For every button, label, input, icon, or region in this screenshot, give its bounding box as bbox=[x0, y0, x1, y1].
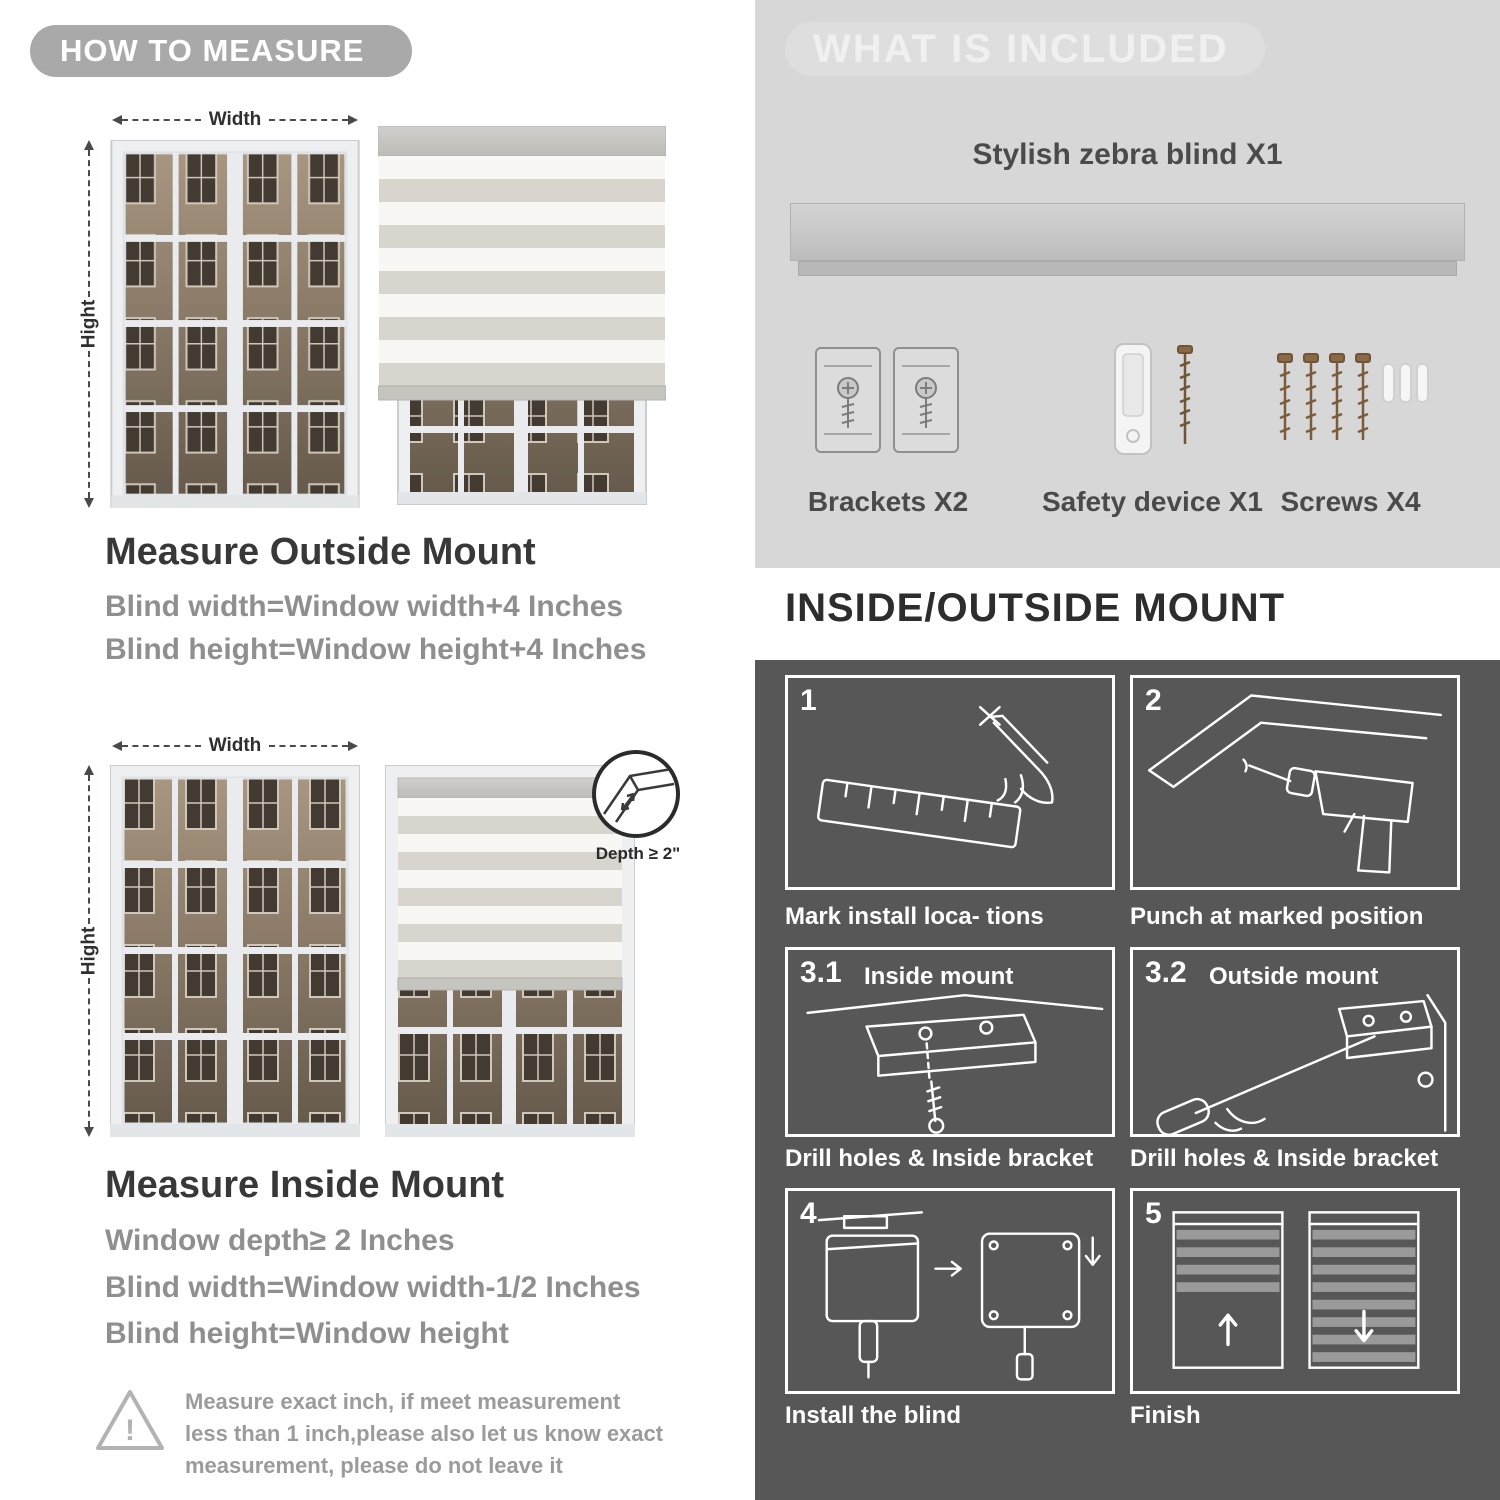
outside-mount-blind-illustration bbox=[378, 126, 666, 505]
height-arrow: Hight bbox=[76, 765, 102, 1137]
screws-label: Screws X4 bbox=[1280, 486, 1421, 517]
inside-mount-blind-illustration bbox=[385, 765, 635, 1137]
step-3-1-caption: Drill holes & Inside bracket bbox=[785, 1145, 1094, 1172]
mark-locations-illustration bbox=[816, 705, 1054, 849]
step-3-1-panel: 3.1 Inside mount bbox=[785, 947, 1115, 1137]
zebra-blind-label: Stylish zebra blind X1 bbox=[972, 138, 1283, 171]
outside-rule-height: Blind height=Window height+4 Inches bbox=[105, 633, 647, 666]
dashed-line bbox=[269, 119, 348, 121]
step-title: Outside mount bbox=[1209, 963, 1379, 990]
step-number: 2 bbox=[1145, 684, 1162, 717]
depth-label: Depth ≥ 2" bbox=[595, 844, 681, 863]
arrowhead-left bbox=[112, 115, 122, 125]
dashed-line bbox=[88, 150, 90, 297]
width-label: Width bbox=[208, 109, 262, 130]
width-arrow: Width bbox=[112, 109, 358, 130]
dashed-line bbox=[269, 745, 348, 747]
height-label: Hight bbox=[78, 926, 100, 976]
warning-icon: ! bbox=[96, 1390, 164, 1450]
zebra-blind-cassette-illustration bbox=[790, 203, 1465, 261]
window-illustration bbox=[110, 140, 360, 508]
install-blind-illustration bbox=[817, 1211, 1101, 1381]
how-to-measure-header: HOW TO MEASURE bbox=[30, 25, 412, 77]
step-number: 4 bbox=[800, 1197, 817, 1230]
what-is-included-header: WHAT IS INCLUDED bbox=[785, 22, 1265, 76]
outside-rule-width: Blind width=Window width+4 Inches bbox=[105, 590, 624, 623]
dashed-line bbox=[88, 351, 90, 498]
outside-mount-heading: Measure Outside Mount bbox=[105, 531, 536, 573]
finish-illustration bbox=[1172, 1211, 1420, 1369]
dashed-line bbox=[122, 119, 201, 121]
outside-bracket-illustration bbox=[1156, 993, 1447, 1134]
step-3-2-panel: 3.2 Outside mount bbox=[1130, 947, 1460, 1137]
inside-rule-width: Blind width=Window width-1/2 Inches bbox=[105, 1271, 641, 1304]
arrowhead-right bbox=[348, 115, 358, 125]
drill-illustration bbox=[1147, 694, 1443, 874]
inside-rule-height: Blind height=Window height bbox=[105, 1317, 509, 1350]
height-label: Hight bbox=[78, 299, 100, 349]
depth-magnifier bbox=[592, 750, 680, 838]
dashed-line bbox=[88, 978, 90, 1127]
mount-steps-section: 1 bbox=[755, 660, 1500, 1500]
warning-mark: ! bbox=[125, 1414, 135, 1447]
inside-rule-depth: Window depth≥ 2 Inches bbox=[105, 1224, 455, 1257]
brackets-icon bbox=[815, 347, 959, 453]
step-5-panel: 5 bbox=[1130, 1188, 1460, 1394]
arrowhead-left bbox=[112, 741, 122, 751]
step-number: 5 bbox=[1145, 1197, 1162, 1230]
dashed-line bbox=[88, 775, 90, 924]
step-3-2-caption: Drill holes & Inside bracket bbox=[1130, 1145, 1439, 1172]
step-title: Inside mount bbox=[864, 963, 1014, 990]
step-2-panel: 2 bbox=[1130, 675, 1460, 890]
arrowhead-down bbox=[84, 498, 94, 508]
mount-section-header: INSIDE/OUTSIDE MOUNT bbox=[785, 586, 1286, 630]
corner-depth-icon bbox=[602, 767, 675, 823]
arrowhead-down bbox=[84, 1127, 94, 1137]
window-illustration bbox=[110, 765, 360, 1137]
inside-bracket-illustration bbox=[806, 993, 1104, 1134]
step-2-caption: Punch at marked position bbox=[1130, 903, 1424, 930]
zebra-blind-cassette-lip bbox=[798, 261, 1457, 276]
warning-text: Measure exact inch, if meet measurement … bbox=[185, 1389, 664, 1478]
step-number: 3.1 bbox=[800, 956, 842, 989]
step-1-panel: 1 bbox=[785, 675, 1115, 890]
safety-device-label: Safety device X1 bbox=[1041, 486, 1264, 517]
width-label: Width bbox=[208, 735, 262, 756]
brackets-label: Brackets X2 bbox=[807, 486, 969, 517]
safety-device-icon bbox=[1114, 343, 1193, 455]
height-arrow: Hight bbox=[76, 140, 102, 508]
width-arrow: Width bbox=[112, 735, 358, 756]
step-1-caption: Mark install loca- tions bbox=[785, 903, 1044, 930]
step-number: 3.2 bbox=[1145, 956, 1187, 989]
arrowhead-right bbox=[348, 741, 358, 751]
inside-mount-heading: Measure Inside Mount bbox=[105, 1164, 505, 1206]
arrowhead-up bbox=[84, 140, 94, 150]
zebra-stripes bbox=[398, 798, 622, 978]
step-5-caption: Finish bbox=[1130, 1402, 1201, 1429]
step-4-caption: Install the blind bbox=[785, 1402, 962, 1429]
arrowhead-up bbox=[84, 765, 94, 775]
screws-icon bbox=[1277, 353, 1429, 440]
zebra-stripes bbox=[379, 156, 665, 386]
step-number: 1 bbox=[800, 684, 817, 717]
what-is-included-section: WHAT IS INCLUDED Stylish zebra blind X1 bbox=[755, 0, 1500, 568]
dashed-line bbox=[122, 745, 201, 747]
step-4-panel: 4 bbox=[785, 1188, 1115, 1394]
